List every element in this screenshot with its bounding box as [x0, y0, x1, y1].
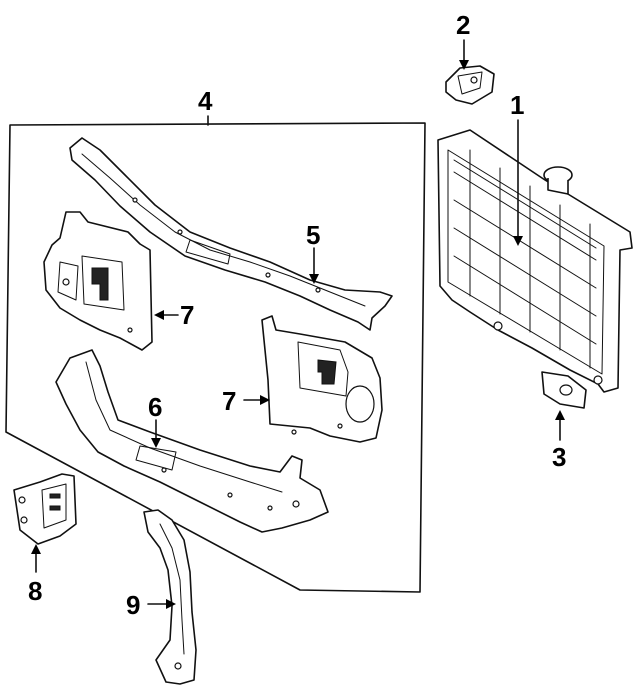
small-bracket — [13, 473, 77, 545]
upper-tie-bar — [69, 137, 393, 331]
left-side-panel — [43, 211, 153, 351]
lower-insulator — [541, 371, 587, 409]
callout-2: 2 — [456, 10, 470, 40]
side-support — [143, 509, 197, 685]
lower-tie-bar — [55, 349, 329, 533]
callout-labels: 2 1 3 4 5 6 7 7 8 9 — [28, 10, 566, 620]
leader-lines — [31, 39, 565, 609]
assembly-outline — [5, 115, 426, 593]
callout-3: 3 — [552, 442, 566, 472]
callout-7-left: 7 — [180, 300, 194, 330]
callout-5: 5 — [306, 220, 320, 250]
right-side-panel — [261, 315, 383, 443]
upper-mount — [445, 65, 495, 105]
callout-9: 9 — [126, 590, 140, 620]
callout-7-right: 7 — [222, 386, 236, 416]
radiator — [437, 129, 633, 393]
callout-1: 1 — [510, 90, 524, 120]
callout-6: 6 — [148, 392, 162, 422]
callout-4: 4 — [198, 86, 213, 116]
callout-8: 8 — [28, 576, 42, 606]
